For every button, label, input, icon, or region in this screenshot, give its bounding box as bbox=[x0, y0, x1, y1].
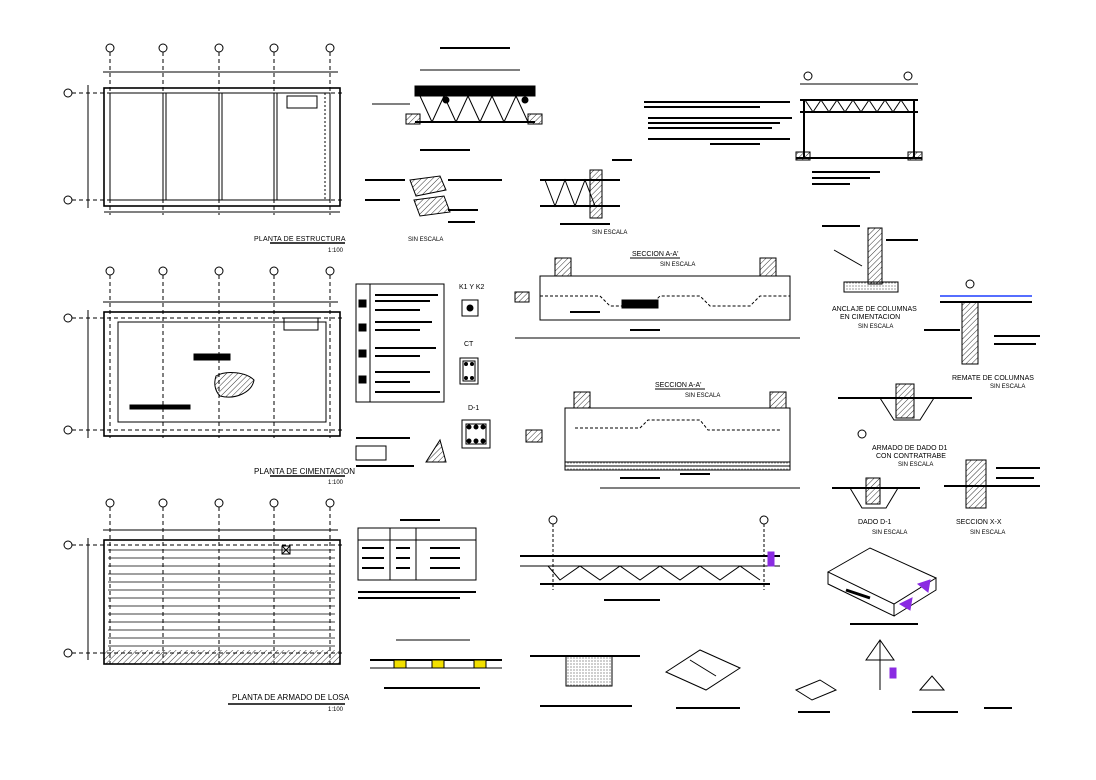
anchor-scale: SIN ESCALA bbox=[858, 324, 893, 330]
section-a1-title: SECCION A-A' bbox=[632, 251, 678, 258]
plan-losa-title: PLANTA DE ARMADO DE LOSA bbox=[232, 693, 350, 702]
slab-joint-detail bbox=[370, 639, 502, 689]
plan-cimentacion-title: PLANTA DE CIMENTACION bbox=[254, 467, 355, 476]
column-ct-label: CT bbox=[464, 341, 474, 348]
plan-estructura-title: PLANTA DE ESTRUCTURA bbox=[254, 236, 346, 243]
anchor-title-2: EN CIMENTACION bbox=[840, 314, 900, 321]
grid-bubbles-top bbox=[103, 43, 338, 215]
notes-block bbox=[644, 101, 792, 145]
dado-d1-detail bbox=[838, 383, 972, 439]
plan-losa bbox=[63, 498, 345, 705]
beam-joint-detail bbox=[530, 655, 640, 707]
truss-detail-scale: SIN ESCALA bbox=[592, 230, 627, 236]
section-xx-title: SECCION X-X bbox=[956, 519, 1002, 526]
column-d1-label: D-1 bbox=[468, 405, 479, 412]
column-sections bbox=[355, 299, 491, 467]
anchor-title: ANCLAJE DE COLUMNAS bbox=[832, 306, 917, 313]
slab-rebar-lines bbox=[108, 549, 335, 647]
plan-cimentacion bbox=[63, 266, 345, 477]
section-a1-scale: SIN ESCALA bbox=[660, 262, 695, 268]
truss-detail-small bbox=[540, 159, 632, 225]
rebar-table bbox=[357, 519, 477, 599]
section-a-2 bbox=[525, 388, 800, 489]
plan-cimentacion-scale: 1:100 bbox=[328, 480, 344, 486]
anchor-bolt-detail bbox=[794, 639, 1012, 713]
section-xx-detail bbox=[944, 459, 1040, 509]
notes-box bbox=[355, 283, 445, 403]
joist-detail-top bbox=[365, 47, 543, 223]
plan-losa-scale: 1:100 bbox=[328, 707, 344, 713]
column-cap-detail bbox=[924, 279, 1040, 365]
section-xx-scale: SIN ESCALA bbox=[970, 530, 1005, 536]
dado-armado-title: ARMADO DE DADO D1 bbox=[872, 445, 948, 452]
joist-detail-scale: SIN ESCALA bbox=[408, 237, 443, 243]
section-a-1 bbox=[514, 257, 800, 339]
joist-3d-detail bbox=[664, 649, 742, 709]
footing-3d bbox=[826, 547, 938, 625]
column-cap-scale: SIN ESCALA bbox=[990, 384, 1025, 390]
dado-armado-scale: SIN ESCALA bbox=[898, 462, 933, 468]
column-cap-title: REMATE DE COLUMNAS bbox=[952, 375, 1034, 382]
dado-d1-small bbox=[832, 477, 920, 509]
section-a2-scale: SIN ESCALA bbox=[685, 393, 720, 399]
column-k-label: K1 Y K2 bbox=[459, 284, 485, 291]
plan-estructura bbox=[63, 43, 345, 244]
dado-scale: SIN ESCALA bbox=[872, 530, 907, 536]
plan-estructura-scale: 1:100 bbox=[328, 248, 344, 254]
beam-section-bottom bbox=[520, 515, 780, 601]
dado-title: DADO D-1 bbox=[858, 519, 892, 526]
anchor-detail bbox=[822, 225, 918, 293]
dado-armado-title-2: CON CONTRATRABE bbox=[876, 453, 946, 460]
truss-elevation bbox=[795, 71, 923, 185]
section-a2-title: SECCION A-A' bbox=[655, 382, 701, 389]
